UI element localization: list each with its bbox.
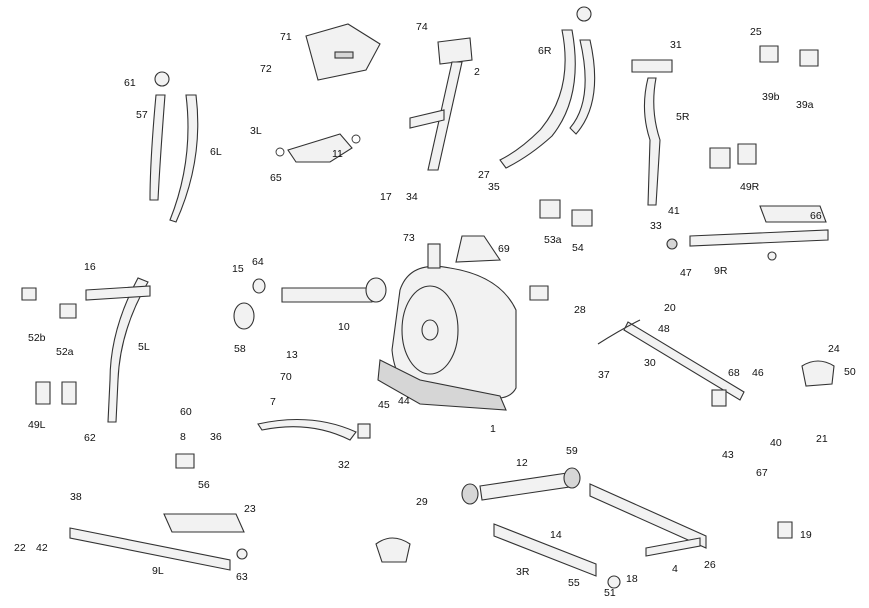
console-mast — [409, 37, 473, 171]
callout-label: 39b — [762, 91, 780, 103]
callout-label: 7 — [270, 396, 276, 408]
right-pedal-assembly — [666, 205, 829, 261]
callout-label: 11 — [332, 148, 343, 160]
callout-label: 71 — [280, 31, 292, 43]
callout-label: 15 — [232, 263, 244, 275]
callout-label: 46 — [752, 367, 764, 379]
callout-label: 22 — [14, 542, 26, 554]
callout-label: 2 — [474, 66, 480, 78]
callout-label: 59 — [566, 445, 578, 457]
left-link-arm — [257, 418, 371, 441]
callout-label: 3L — [250, 125, 262, 137]
console — [305, 23, 381, 81]
callout-label: 65 — [270, 172, 282, 184]
callout-label: 12 — [516, 457, 528, 469]
callout-label: 63 — [236, 571, 248, 583]
callout-label: 45 — [378, 399, 390, 411]
callout-label: 48 — [658, 323, 670, 335]
callout-label: 66 — [810, 210, 822, 222]
callout-label: 52b — [28, 332, 46, 344]
callout-label: 39a — [796, 99, 814, 111]
crossbar — [461, 467, 581, 505]
callout-label: 72 — [260, 63, 272, 75]
callout-label: 28 — [574, 304, 586, 316]
callout-label: 64 — [252, 256, 264, 268]
callout-label: 6L — [210, 146, 222, 158]
callout-label: 68 — [728, 367, 740, 379]
callout-label: 41 — [668, 205, 680, 217]
callout-label: 44 — [398, 395, 410, 407]
callout-label: 8 — [180, 431, 186, 443]
callout-label: 56 — [198, 479, 210, 491]
callout-label: 3R — [516, 566, 530, 578]
callout-label: 9L — [152, 565, 164, 577]
right-lower-arm — [631, 59, 673, 206]
callout-label: 49L — [28, 419, 46, 431]
callout-label: 42 — [36, 542, 48, 554]
left-pedal-assembly — [69, 513, 248, 571]
left-handlebar — [149, 71, 199, 223]
callout-label: 57 — [136, 109, 148, 121]
callout-label: 30 — [644, 357, 656, 369]
callout-label: 47 — [680, 267, 692, 279]
callout-label: 69 — [498, 243, 510, 255]
callout-label: 32 — [338, 459, 350, 471]
callout-label: 37 — [598, 369, 610, 381]
callout-labels: 1 2 4 5L 5R 6L 6R 7 8 9L 9R 10 11 12 13 … — [14, 21, 856, 599]
callout-label: 51 — [604, 587, 616, 599]
callout-label: 34 — [406, 191, 418, 203]
callout-label: 5L — [138, 341, 150, 353]
callout-label: 1 — [490, 423, 496, 435]
callout-label: 14 — [550, 529, 562, 541]
right-link-arm — [597, 319, 745, 407]
callout-label: 16 — [84, 261, 96, 273]
callout-label: 38 — [70, 491, 82, 503]
handle-bracket — [275, 133, 361, 163]
callout-label: 55 — [568, 577, 580, 589]
callout-label: 24 — [828, 343, 840, 355]
crank-axle — [233, 277, 387, 330]
callout-label: 13 — [286, 349, 298, 361]
callout-label: 18 — [626, 573, 638, 585]
left-lower-arm — [85, 277, 151, 423]
callout-label: 29 — [416, 496, 428, 508]
callout-label: 60 — [180, 406, 192, 418]
callout-label: 74 — [416, 21, 428, 33]
callout-label: 35 — [488, 181, 500, 193]
callout-label: 49R — [740, 181, 760, 193]
callout-label: 31 — [670, 39, 682, 51]
callout-label: 23 — [244, 503, 256, 515]
callout-label: 9R — [714, 265, 728, 277]
callout-label: 67 — [756, 467, 768, 479]
callout-label: 54 — [572, 242, 584, 254]
callout-label: 25 — [750, 26, 762, 38]
callout-label: 70 — [280, 371, 292, 383]
callout-label: 61 — [124, 77, 136, 89]
right-handlebar — [499, 6, 596, 169]
main-frame-cover — [377, 235, 517, 411]
callout-label: 4 — [672, 563, 678, 575]
callout-label: 62 — [84, 432, 96, 444]
callout-label: 50 — [844, 366, 856, 378]
callout-label: 20 — [664, 302, 676, 314]
callout-label: 27 — [478, 169, 490, 181]
callout-label: 33 — [650, 220, 662, 232]
callout-label: 21 — [816, 433, 828, 445]
callout-label: 36 — [210, 431, 222, 443]
callout-label: 53a — [544, 234, 562, 246]
callout-label: 10 — [338, 321, 350, 333]
callout-label: 73 — [403, 232, 415, 244]
callout-label: 19 — [800, 529, 812, 541]
base-tubes — [493, 483, 707, 589]
callout-label: 17 — [380, 191, 392, 203]
callout-label: 43 — [722, 449, 734, 461]
callout-label: 6R — [538, 45, 552, 57]
callout-label: 58 — [234, 343, 246, 355]
small-parts — [21, 45, 835, 563]
callout-label: 5R — [676, 111, 690, 123]
callout-label: 26 — [704, 559, 716, 571]
callout-label: 52a — [56, 346, 74, 358]
callout-label: 40 — [770, 437, 782, 449]
